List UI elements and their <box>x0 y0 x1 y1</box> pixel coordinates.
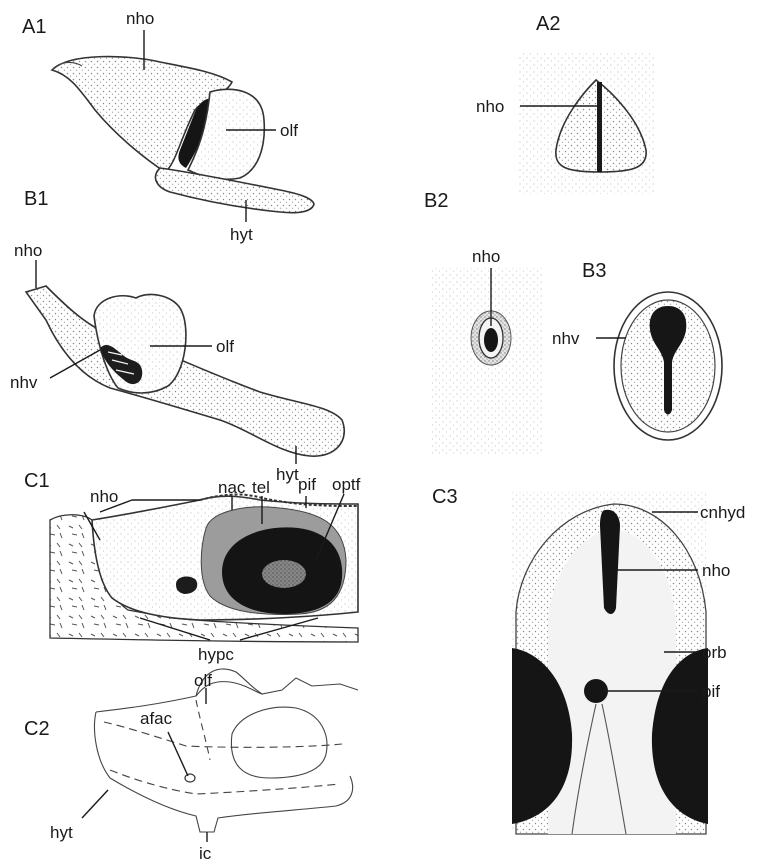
c2-hyt-leader <box>82 790 108 818</box>
c2-afac-leader <box>168 732 188 776</box>
b3-nhv-label: nhv <box>552 329 580 348</box>
panel-c2: C2 afac olf hyt ic <box>24 669 358 863</box>
a2-nho-label: nho <box>476 97 504 116</box>
panel-b3: B3 nhv <box>552 260 722 440</box>
c1-hypc-label: hypc <box>198 645 234 664</box>
panel-label-a2: A2 <box>536 13 560 35</box>
c3-nho-label: nho <box>702 561 730 580</box>
c1-optf-label: optf <box>332 475 361 494</box>
panel-label-c3: C3 <box>432 486 458 508</box>
panel-label-b3: B3 <box>582 260 606 282</box>
a1-hyt-label: hyt <box>230 225 253 244</box>
panel-label-b1: B1 <box>24 188 48 210</box>
c1-optic-stipple <box>262 560 306 588</box>
b2-opening <box>484 328 498 352</box>
c1-tel-label: tel <box>252 478 270 497</box>
c3-orb-label: orb <box>702 643 727 662</box>
c3-cnhyd-label: cnhyd <box>700 503 745 522</box>
c1-pif-label: pif <box>298 475 316 494</box>
c2-eye-capsule <box>231 707 327 778</box>
c2-afac-label: afac <box>140 709 173 728</box>
a2-median-groove <box>597 82 602 172</box>
panel-label-b2: B2 <box>424 190 448 212</box>
b1-nhv-label: nhv <box>10 373 38 392</box>
c1-nac-label: nac <box>218 478 246 497</box>
c2-outline <box>95 678 358 832</box>
panel-label-a1: A1 <box>22 16 46 38</box>
panel-b1: B1 nho olf nhv hyt <box>10 188 344 484</box>
panel-a1: A1 nho olf hyt <box>22 9 314 244</box>
c1-nho-label: nho <box>90 487 118 506</box>
b1-nho-label: nho <box>14 241 42 260</box>
c2-olf-dashed <box>196 700 210 760</box>
panel-a2: A2 nho <box>476 13 656 194</box>
panel-c3: C3 cnhyd nho orb pif <box>432 486 745 834</box>
panel-c1: C1 nho nac tel pif optf hypc <box>24 470 361 664</box>
c3-pif-label: pif <box>702 682 720 701</box>
b2-nho-label: nho <box>472 247 500 266</box>
a1-nho-label: nho <box>126 9 154 28</box>
b1-hyt-label: hyt <box>276 465 299 484</box>
panel-label-c2: C2 <box>24 718 50 740</box>
b1-tube <box>26 286 344 456</box>
c2-olf-label: olf <box>194 671 212 690</box>
a1-olf-label: olf <box>280 121 298 140</box>
c2-ic-label: ic <box>199 844 212 863</box>
panel-label-c1: C1 <box>24 470 50 492</box>
c2-hyt-label: hyt <box>50 823 73 842</box>
c2-afac-foramen <box>185 774 195 782</box>
b1-olf-label: olf <box>216 337 234 356</box>
panel-b2: B2 nho <box>424 190 544 454</box>
